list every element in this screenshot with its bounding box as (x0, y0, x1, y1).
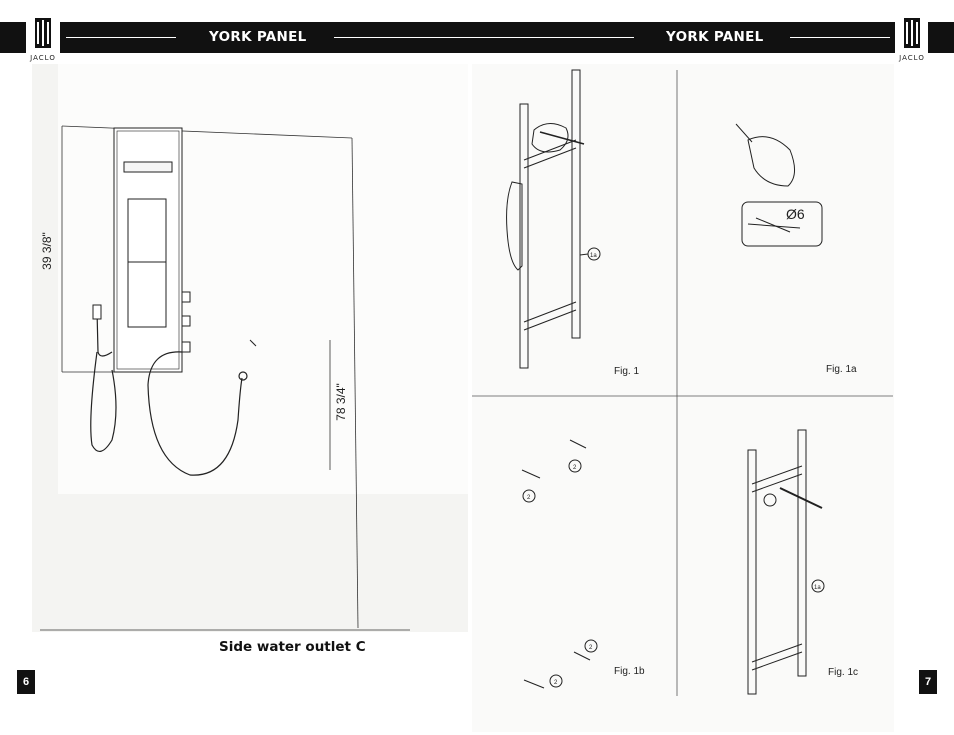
page-caption: Side water outlet C (219, 639, 366, 655)
header-title-left: YORK PANEL (209, 29, 307, 45)
hand-shower-head (92, 304, 102, 320)
brand-logo-right: JACLO (897, 14, 927, 62)
figure-label-fig1: Fig. 1 (614, 366, 640, 377)
svg-text:2: 2 (527, 495, 531, 501)
svg-text:1a: 1a (814, 585, 821, 591)
figure-label-fig1b: Fig. 1b (614, 666, 645, 677)
svg-text:2: 2 (573, 465, 577, 471)
drill-bit-size: Ø6 (786, 206, 805, 222)
logo-mark-icon (35, 18, 51, 48)
header-title-right: YORK PANEL (666, 29, 764, 45)
brand-logo-left: JACLO (28, 14, 58, 62)
header-rule (790, 37, 890, 38)
right-scan-area (472, 64, 894, 732)
svg-text:2: 2 (589, 645, 593, 651)
header-bar-left (0, 22, 26, 53)
brand-name: JACLO (899, 54, 925, 62)
page-number-left: 6 (17, 670, 35, 694)
figure-label-fig1a: Fig. 1a (826, 364, 857, 375)
header-rule (334, 37, 634, 38)
page-number-right: 7 (919, 670, 937, 694)
header-rule (66, 37, 176, 38)
figure-label-fig1c: Fig. 1c (828, 667, 859, 678)
header-bar-right (928, 22, 954, 53)
brand-name: JACLO (30, 54, 56, 62)
logo-mark-icon (904, 18, 920, 48)
svg-text:2: 2 (554, 680, 558, 686)
svg-text:1a: 1a (590, 253, 597, 259)
